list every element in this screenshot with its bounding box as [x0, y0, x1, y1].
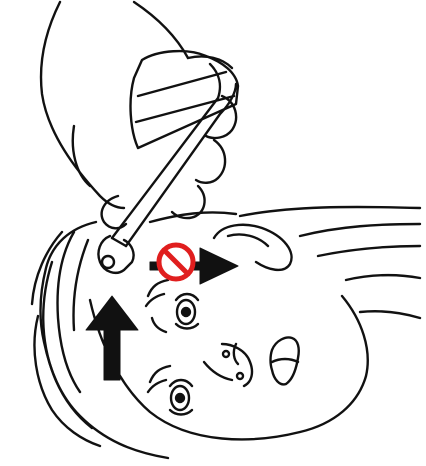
mouth [271, 338, 299, 385]
lower-eye [148, 366, 192, 415]
upper-eye [146, 280, 198, 332]
hand [41, 2, 236, 228]
ear-thermometer [98, 51, 238, 273]
arrow-up-icon [86, 296, 138, 380]
nose [204, 344, 252, 386]
no-symbol-icon [159, 245, 193, 279]
hair-strands [240, 207, 420, 318]
